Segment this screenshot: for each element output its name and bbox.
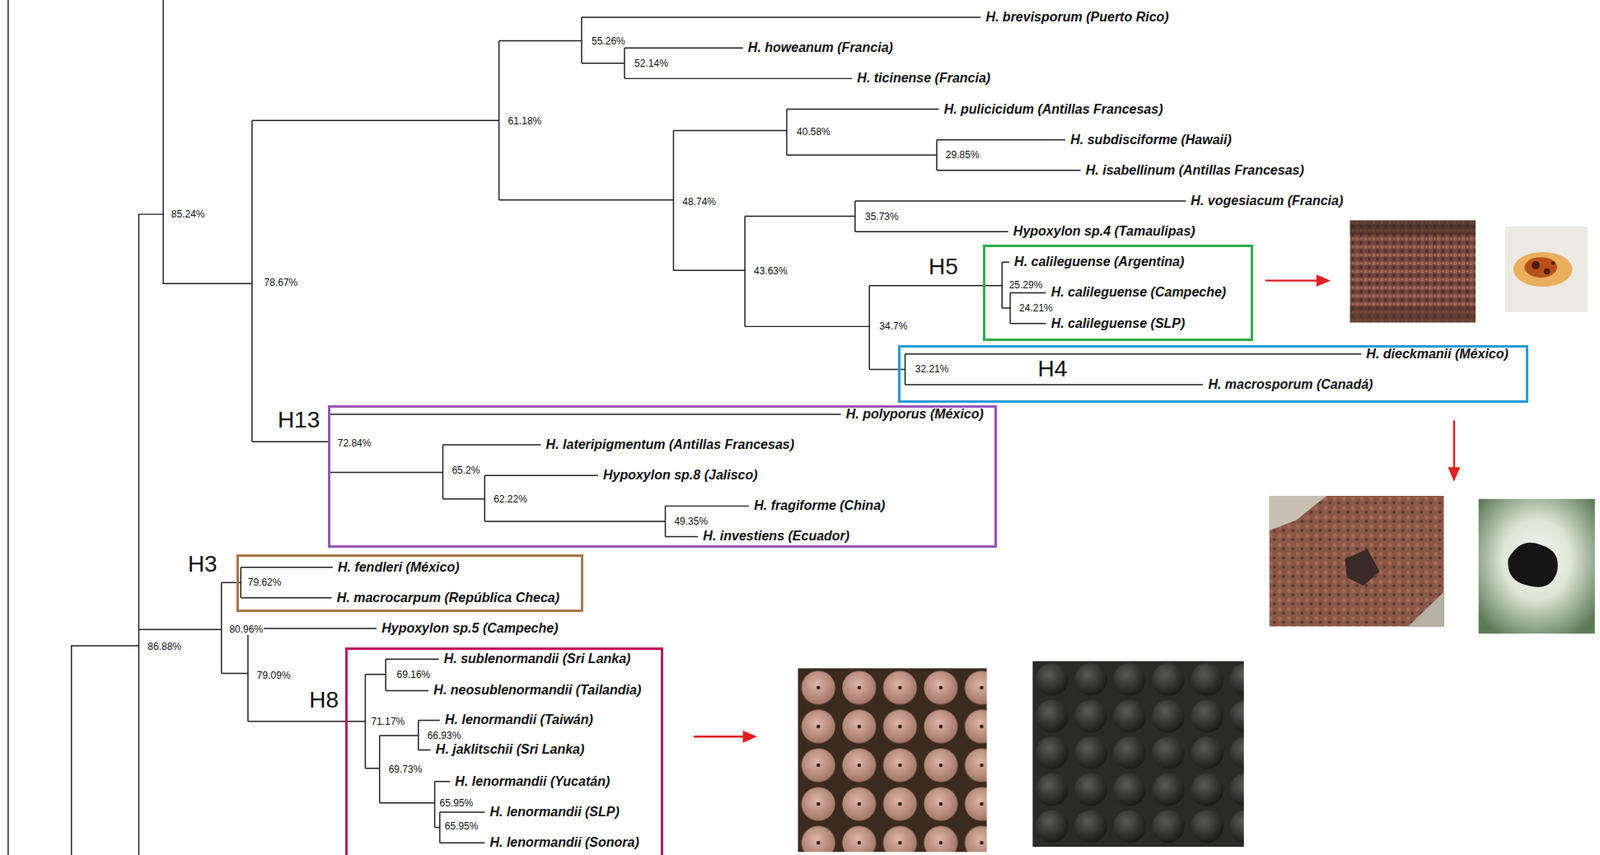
bootstrap-value: 35.73% [864, 210, 900, 222]
clade-label: H13 [277, 408, 320, 432]
photo-h8-pink-stromata [798, 668, 988, 852]
clade-box: H13H. polyporus (México)72.84%H. laterip… [327, 405, 997, 548]
species-label: H. investiens (Ecuador) [702, 529, 850, 544]
species-label: H. lenormandii (SLP) [489, 804, 619, 819]
clade-box: H3H. fendleri (México)79.62%H. macrocarp… [236, 554, 584, 613]
bootstrap-value: 86.88% [146, 641, 183, 653]
photo-h4-stroma [1269, 495, 1445, 627]
bootstrap-value: 71.17% [370, 715, 407, 727]
species-label: H. lenormandii (Taiwán) [444, 713, 594, 728]
bootstrap-value: 72.84% [336, 437, 373, 449]
clade-box: H5H. calileguense (Argentina)25.29%H. ca… [982, 244, 1254, 341]
bootstrap-value: 80.96% [228, 624, 264, 636]
clade-label: H4 [1038, 357, 1068, 381]
species-label: H. lateripigmentum (Antillas Francesas) [546, 438, 795, 453]
species-label: H. fragiforme (China) [753, 499, 885, 514]
bootstrap-value: 34.7% [878, 321, 908, 333]
photo-h4-koh-pigment [1478, 499, 1596, 635]
bootstrap-value: 85.24% [170, 209, 206, 220]
bootstrap-value: 24.21% [1018, 303, 1054, 314]
species-label: H. dieckmanii (México) [1366, 346, 1509, 361]
species-label: H. fendleri (México) [337, 560, 460, 575]
species-label: H. neosublenormandii (Tailandia) [433, 683, 641, 698]
bootstrap-value: 69.73% [388, 764, 424, 776]
species-label: H. macrocarpum (República Checa) [336, 590, 560, 605]
clade-label: H8 [308, 688, 339, 712]
species-label: H. pulicicidum (Antillas Francesas) [944, 102, 1164, 117]
tree-branches [8, 0, 1362, 855]
species-label: H. calileguense (Argentina) [1014, 255, 1184, 270]
bootstrap-value: 52.14% [633, 57, 670, 69]
species-label: H. macrosporum (Canadá) [1207, 378, 1373, 393]
species-label: H. isabellinum (Antillas Francesas) [1085, 163, 1305, 178]
bootstrap-value: 79.09% [256, 670, 292, 682]
species-label: H. ticinense (Francia) [856, 71, 991, 86]
bootstrap-value: 43.63% [753, 266, 789, 277]
species-label: H. lenormandii (Sonora) [489, 836, 639, 851]
bootstrap-value: 55.26% [590, 35, 627, 47]
species-label: H. brevisporum (Puerto Rico) [985, 10, 1169, 25]
clade-label: H3 [187, 552, 218, 576]
bootstrap-value: 62.22% [492, 493, 529, 505]
clade-label: H5 [928, 255, 959, 279]
species-label: H. vogesiacum (Francia) [1190, 194, 1343, 209]
bootstrap-value: 49.35% [673, 516, 709, 528]
bootstrap-value: 79.62% [247, 577, 283, 589]
clade-box: H4 32.21% H. dieckmanii (México) H. macrosp… [898, 345, 1529, 404]
bootstrap-value: 69.16% [396, 669, 432, 680]
species-label: H. sublenormandii (Sri Lanka) [444, 652, 632, 667]
bootstrap-value: 32.21% [914, 364, 950, 375]
species-label: H. howeanum (Francia) [748, 41, 894, 56]
species-label: H. jaklitschii (Sri Lanka) [435, 743, 585, 758]
species-label: Hypoxylon sp.5 (Campeche) [381, 622, 558, 637]
bootstrap-value: 65.95% [439, 797, 475, 809]
species-label: Hypoxylon sp.4 (Tamaulipas) [1013, 224, 1196, 239]
species-label: H. calileguense (Campeche) [1051, 285, 1227, 300]
species-label: H. polyporus (México) [846, 407, 984, 422]
bootstrap-value: 29.85% [945, 149, 981, 161]
photo-h8-dark-stromata [1032, 661, 1244, 847]
bootstrap-value: 25.29% [1008, 279, 1044, 291]
clade-box: H8H. sublenormandii (Sri Lanka)69.16%H. … [345, 647, 664, 855]
species-label: H. lenormandii (Yucatán) [454, 774, 610, 789]
photo-h5-koh-pigment [1505, 226, 1588, 313]
photo-h5-stroma [1350, 220, 1476, 323]
bootstrap-value: 40.58% [795, 126, 832, 137]
bootstrap-value: 65.95% [444, 821, 480, 833]
species-label: Hypoxylon sp.8 (Jalisco) [603, 468, 758, 483]
bootstrap-value: 78.67% [263, 277, 300, 289]
bootstrap-value: 66.93% [426, 730, 463, 742]
bootstrap-value: 65.2% [450, 465, 481, 477]
species-label: H. calileguense (SLP) [1051, 316, 1186, 331]
bootstrap-value: 48.74% [681, 196, 717, 208]
bootstrap-value: 61.18% [507, 116, 543, 127]
species-label: H. subdisciforme (Hawaii) [1070, 132, 1232, 147]
